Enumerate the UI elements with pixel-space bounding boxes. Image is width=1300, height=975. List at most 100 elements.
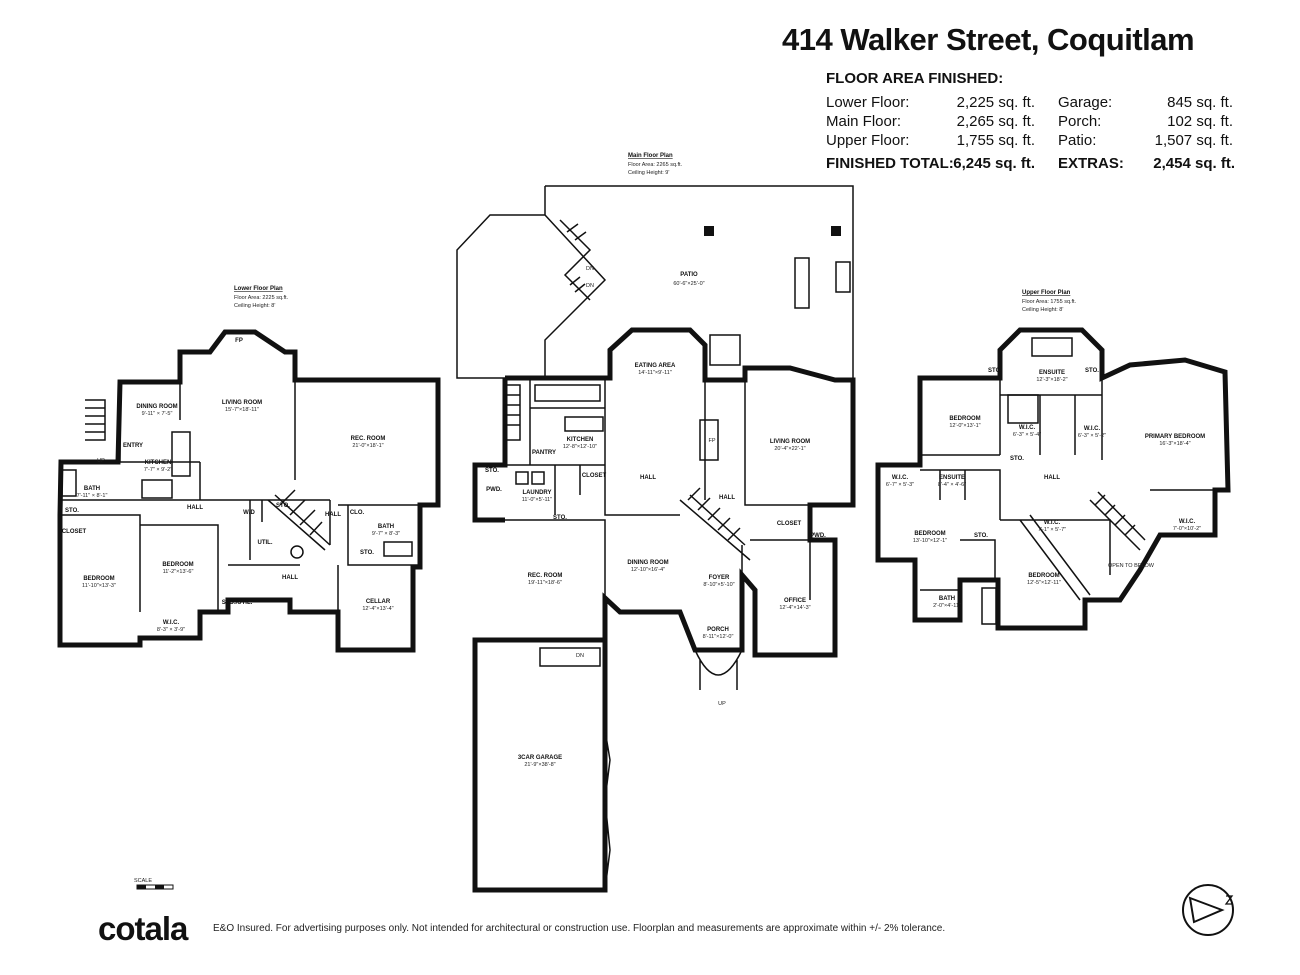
stairs-icon [505, 384, 521, 441]
upper-interior-walls [920, 378, 1215, 601]
room-tag: DN [586, 283, 594, 289]
garage-wall [604, 729, 611, 891]
room-tag: W/D [243, 510, 255, 516]
area-label: Porch: [1058, 113, 1102, 130]
room-dimensions: 6'-3" × 5'-4" [1013, 432, 1041, 438]
room-dimensions: 21'-0"×18'-1" [352, 443, 383, 449]
area-label: Main Floor: [826, 113, 902, 130]
stairs-icon [687, 487, 741, 541]
room-tag: PWD. [810, 533, 826, 539]
kitchen-counter [171, 431, 191, 477]
room-dimensions: 7'-7" × 9'-2" [144, 467, 172, 473]
room-dimensions: 7'-11" × 8'-1" [77, 493, 108, 499]
room-dimensions: 11'-2"×13'-6" [163, 569, 194, 575]
fireplace-icon [699, 419, 719, 461]
drain-icon [290, 545, 304, 559]
room-tag: FP [708, 438, 715, 444]
patio-outline [456, 185, 854, 380]
room-name: PATIO [680, 272, 698, 278]
room-dimensions: 15'-7"×18'-11" [225, 407, 259, 413]
room-tag: UP [718, 701, 726, 707]
room-tag: FP [235, 338, 243, 344]
room-dimensions: 60'-6"×25'-0" [673, 281, 704, 287]
post-icon [831, 226, 841, 236]
room-tag: STO. [276, 503, 290, 509]
lower-outline [57, 329, 441, 653]
room-tag: CLO. [350, 510, 365, 516]
room-tag: ENTRY [123, 443, 143, 449]
plan-ceiling: Ceiling Height: 9' [628, 170, 669, 176]
room-dimensions: 7'-1" × 5'-7" [1038, 527, 1066, 533]
room-dimensions: 8'-10"×5'-10" [703, 582, 734, 588]
room-tag: HALL [1044, 475, 1060, 481]
room-dimensions: 11'-0"×5'-11" [522, 497, 552, 503]
extras-value: 2,454 sq. ft. [1153, 155, 1235, 172]
room-name: BATH [378, 524, 394, 530]
bathtub-icon [61, 469, 77, 497]
room-tag: PWD. [486, 487, 502, 493]
room-dimensions: 11'-10"×13'-3" [82, 583, 116, 589]
room-dimensions: 19'-11"×18'-6" [528, 580, 562, 586]
bathtub-icon [1031, 337, 1073, 357]
scale-bar: SCALE [134, 878, 174, 890]
room-tag: STO./UTIL. [222, 600, 253, 606]
scale-label: SCALE [134, 878, 152, 884]
room-name: W.I.C. [892, 475, 909, 481]
stairs-icon [1089, 491, 1146, 551]
room-tag: STO. [1010, 456, 1024, 462]
north-arrow-icon [1182, 884, 1234, 936]
room-name: W.I.C. [163, 620, 180, 626]
stairs-icon [85, 399, 106, 441]
area-label: Patio: [1058, 132, 1097, 149]
area-label: Lower Floor: [826, 94, 910, 111]
finished-total-value: 6,245 sq. ft. [953, 155, 1035, 172]
room-name: KITCHEN [145, 460, 172, 466]
room-tag: STO. [1085, 368, 1099, 374]
area-value: 102 sq. ft. [1167, 113, 1233, 130]
room-dimensions: 12'-4"×13'-4" [362, 606, 393, 612]
area-value: 1,507 sq. ft. [1154, 132, 1233, 149]
area-value: 2,225 sq. ft. [956, 94, 1035, 111]
plan-ceiling: Ceiling Height: 8' [1022, 307, 1063, 313]
room-tag: STO. [553, 515, 567, 521]
plan-area: Floor Area: 2225 sq.ft. [234, 295, 289, 301]
room-dimensions: 6'-3" × 5'-2" [1078, 433, 1106, 439]
outdoor-grill [835, 261, 851, 293]
room-dimensions: 16'-3"×18'-4" [1159, 441, 1190, 447]
post-icon [704, 226, 714, 236]
room-dimensions: 12'-5"×12'-11" [1027, 580, 1061, 586]
room-name: BATH [939, 596, 955, 602]
room-name: EATING AREA [635, 363, 676, 369]
room-name: W.I.C. [1179, 519, 1196, 525]
room-dimensions: 8'-11"×12'-0" [703, 634, 734, 640]
stairs-icon [559, 219, 592, 301]
room-tag: PANTRY [532, 450, 556, 456]
lower-floor-plan: Lower Floor Plan Floor Area: 2225 sq.ft.… [57, 286, 441, 653]
main-floor-plan: Main Floor Plan Floor Area: 2265 sq.ft. … [456, 153, 856, 893]
upper-floor-plan: Upper Floor Plan Floor Area: 1755 sq.ft.… [875, 290, 1231, 631]
plan-title: Main Floor Plan [628, 153, 673, 159]
outdoor-counter [794, 257, 810, 309]
room-name: BEDROOM [162, 562, 193, 568]
room-tag: DN [586, 266, 594, 272]
room-dimensions: 2'-0"×4'-11" [933, 603, 961, 609]
room-name: W.I.C. [1084, 426, 1101, 432]
room-name: 3CAR GARAGE [518, 755, 562, 761]
room-tag: HALL [282, 575, 298, 581]
area-value: 845 sq. ft. [1167, 94, 1233, 111]
room-dimensions: 9'-11" × 7'-5" [142, 411, 173, 417]
room-name: PRIMARY BEDROOM [1145, 434, 1205, 440]
room-tag: UP [97, 458, 105, 464]
plan-area: Floor Area: 2265 sq.ft. [628, 162, 683, 168]
room-dimensions: 9'-7" × 8'-3" [372, 531, 400, 537]
room-name: BEDROOM [949, 416, 980, 422]
scale-segment [155, 885, 164, 889]
room-name: REC. ROOM [528, 573, 563, 579]
extras-label: EXTRAS: [1058, 155, 1124, 172]
room-name: KITCHEN [567, 437, 594, 443]
bathtub-icon [981, 587, 997, 625]
scale-segment [137, 885, 146, 889]
room-dimensions: 8'-4" × 4'-6" [938, 482, 966, 488]
area-label: Garage: [1058, 94, 1113, 111]
